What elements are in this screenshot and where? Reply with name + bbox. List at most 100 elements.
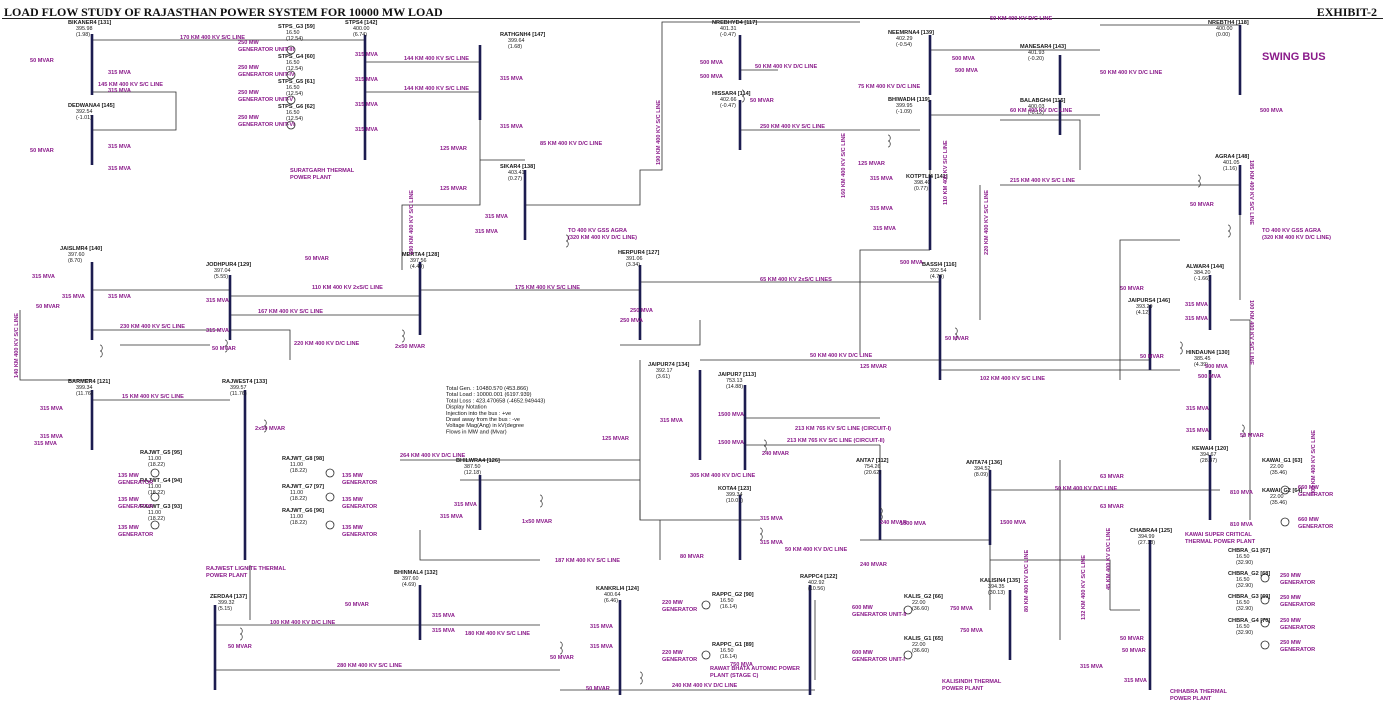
- reactor-label: 63 MVAR: [1100, 504, 1124, 510]
- transformer-label: 315 MVA: [62, 294, 85, 300]
- plant-label: POWER PLANT: [1170, 696, 1212, 702]
- line-label: 60 KM 400 KV D/C LINE: [1010, 108, 1072, 114]
- info-text: Injection into the bus : +ve: [446, 411, 511, 417]
- bus-voltage: 11.00: [148, 510, 161, 516]
- vertical-line-label: 100 KM 400 KV S/C LINE: [1248, 300, 1254, 365]
- bus-angle: (32.90): [1236, 583, 1253, 589]
- vertical-line-label: 132 KM 400 KV S/C LINE: [1081, 555, 1087, 620]
- bus-voltage: 22.00: [1270, 464, 1284, 470]
- line-label: 264 KM 400 KV D/C LINE: [400, 453, 466, 459]
- generator-label: 250 MW: [238, 90, 260, 96]
- bus-angle: (4.78): [930, 274, 944, 280]
- bus-name: JODHPUR4 [129]: [206, 262, 251, 268]
- bus-voltage: 402.92: [808, 580, 825, 586]
- plant-label: SURATGARH THERMAL: [290, 168, 355, 174]
- transformer-label: 750 MVA: [730, 662, 753, 668]
- bus-voltage: 11.00: [290, 462, 303, 468]
- bus-angle: (11.76): [76, 391, 93, 397]
- plant-label: POWER PLANT: [942, 686, 984, 692]
- transformer-label: 500 MVA: [1198, 374, 1221, 380]
- transformer-label: 315 MVA: [1185, 316, 1208, 322]
- bus-angle: (-0.20): [1028, 56, 1044, 62]
- bus-name: STPS_G4 [60]: [278, 54, 315, 60]
- bus-angle: (20.62): [864, 470, 881, 476]
- bus-voltage: 16.50: [286, 60, 300, 66]
- generator-label: 135 MW: [118, 497, 140, 503]
- bus-angle: (-0.12): [1028, 110, 1044, 116]
- bus-name: KALISIN4 [135]: [980, 578, 1020, 584]
- bus-name: BHIWADI4 [119]: [888, 97, 930, 103]
- line-label: 167 KM 400 KV S/C LINE: [258, 309, 323, 315]
- transformer-label: 315 MVA: [870, 176, 893, 182]
- bus-voltage: 16.50: [286, 30, 300, 36]
- bus-voltage: 754.26: [864, 464, 881, 470]
- bus-name: RAJWT_G5 [95]: [140, 450, 182, 456]
- plant-label: KAWAI SUPER CRITICAL: [1185, 532, 1252, 538]
- bus-angle: (32.90): [1236, 560, 1253, 566]
- vertical-line-label: 160 KM 400 KV S/C LINE: [841, 133, 847, 198]
- bus-voltage: 391.06: [626, 256, 643, 262]
- reactor-label: 50 MVAR: [30, 58, 54, 64]
- vertical-line-label: 80 KM 400 KV D/C LINE: [1024, 550, 1030, 612]
- generator-label: 250 MW: [1280, 573, 1302, 579]
- bus-voltage: 16.50: [1236, 554, 1250, 560]
- bus-name: HISSAR4 [114]: [712, 91, 751, 97]
- generator-label: 250 MW: [238, 40, 260, 46]
- bus-angle: (0.77): [914, 186, 928, 192]
- bus-voltage: 393.29: [1136, 304, 1153, 310]
- generator-label: GENERATOR: [662, 607, 697, 613]
- bus-angle: (-0.47): [720, 32, 736, 38]
- bus-name: JAIPURS4 [146]: [1128, 298, 1170, 304]
- generator-label: GENERATOR: [1280, 647, 1315, 653]
- bus-name: JAIPUR7 [113]: [718, 372, 756, 378]
- generator-label: 660 MW: [1298, 517, 1320, 523]
- line-label: 85 KM 400 KV D/C LINE: [540, 141, 602, 147]
- bus-name: DEDWANA4 [145]: [68, 103, 115, 109]
- reactor-label: 240 MVAR: [860, 562, 887, 568]
- line-label: 50 KM 400 KV D/C LINE: [1055, 486, 1117, 492]
- bus-angle: (18.22): [290, 520, 307, 526]
- transformer-label: 315 MVA: [355, 127, 378, 133]
- bus-angle: (12.54): [286, 36, 303, 42]
- bus-voltage: 16.50: [1236, 624, 1250, 630]
- bus-angle: (4.69): [402, 582, 416, 588]
- transformer-label: 315 MVA: [40, 406, 63, 412]
- bus-name: ANTA74 [136]: [966, 460, 1002, 466]
- generator-label: GENERATOR UNIT-IV: [238, 72, 295, 78]
- info-text: Drawl away from the bus : -ve: [446, 417, 520, 423]
- bus-name: KALIS_G2 [66]: [904, 594, 943, 600]
- generator-label: GENERATOR: [1298, 492, 1333, 498]
- bus-angle: (1.16): [1223, 166, 1237, 172]
- plant-label: RAWAT BHATA AUTOMIC POWER: [710, 666, 800, 672]
- transformer-label: 315 MVA: [108, 166, 131, 172]
- bus-voltage: 385.45: [1194, 356, 1211, 362]
- reactor-label: 80 MVAR: [680, 554, 704, 560]
- bus-name: ALWAR4 [144]: [1186, 264, 1224, 270]
- reactor-label: 50 MVAR: [36, 304, 60, 310]
- bus-voltage: 400.00: [1216, 26, 1233, 32]
- bus-voltage: 22.00: [1270, 494, 1284, 500]
- bus-voltage: 398.40: [914, 180, 931, 186]
- bus-angle: (3.34): [626, 262, 640, 268]
- bus-angle: (-1.66): [1194, 276, 1210, 282]
- bus-name: BHINMAL4 [132]: [394, 570, 438, 576]
- bus-angle: (5.55): [214, 274, 228, 280]
- transformer-label: 315 MVA: [1186, 406, 1209, 412]
- generator-label: 135 MW: [118, 525, 140, 531]
- transformer-label: 315 MVA: [32, 274, 55, 280]
- bus-voltage: 16.50: [286, 110, 300, 116]
- reactor-label: 50 MVAR: [1190, 202, 1214, 208]
- bus-angle: (36.60): [912, 648, 929, 654]
- bus-name: AGRA4 [148]: [1215, 154, 1249, 160]
- vertical-line-label: 185 KM 400 KV S/C LINE: [1248, 160, 1254, 225]
- bus-name: BARMER4 [121]: [68, 379, 110, 385]
- transformer-label: 315 MVA: [873, 226, 896, 232]
- reactor-label: 2x50 MVAR: [255, 426, 285, 432]
- bus-voltage: 401.93: [1028, 50, 1045, 56]
- transformer-label: 315 MVA: [660, 418, 683, 424]
- bus-voltage: 753.13: [726, 378, 743, 384]
- gss-label: (320 KM 400 KV D/C LINE): [568, 235, 637, 241]
- plant-label: POWER PLANT: [206, 573, 248, 579]
- bus-voltage: 397.04: [214, 268, 231, 274]
